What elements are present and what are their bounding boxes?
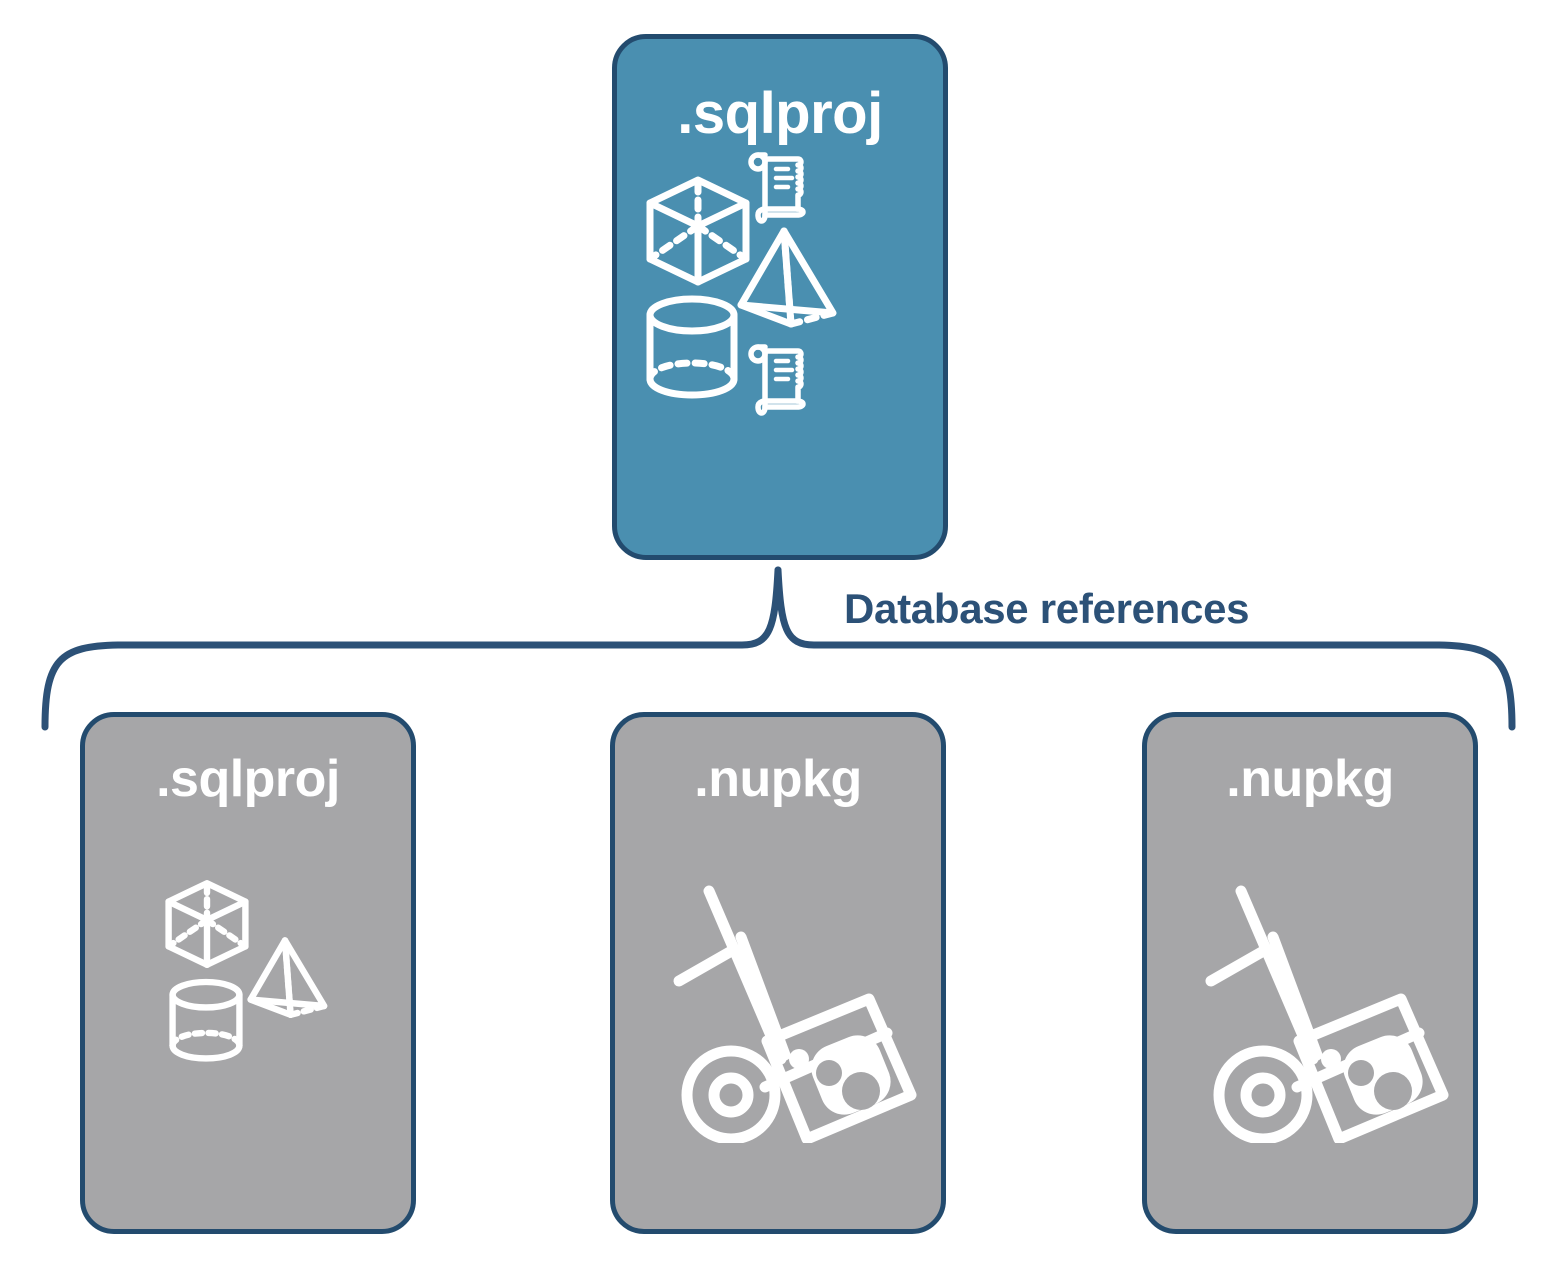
cube-icon [165, 880, 249, 969]
pyramid-icon [247, 937, 328, 1019]
node-title: .sqlproj [677, 81, 883, 146]
cube-icon [646, 176, 750, 286]
scroll-icon [748, 344, 806, 416]
node-artwork [617, 143, 943, 555]
hand-truck-package-icon [1205, 885, 1449, 1143]
node-sqlproj-reference[interactable]: .sqlproj [80, 712, 416, 1234]
brace-connector [41, 566, 1516, 731]
cylinder-icon [169, 978, 243, 1062]
cylinder-icon [646, 295, 738, 399]
hand-truck-package-icon [673, 885, 917, 1143]
node-nupkg-2[interactable]: .nupkg [1142, 712, 1478, 1234]
node-nupkg-1[interactable]: .nupkg [610, 712, 946, 1234]
node-artwork [85, 805, 411, 1229]
pyramid-icon [737, 227, 837, 328]
node-artwork [1147, 805, 1473, 1229]
node-artwork [615, 805, 941, 1229]
node-sqlproj-root[interactable]: .sqlproj [612, 34, 948, 560]
node-title: .nupkg [694, 750, 862, 808]
scroll-icon [748, 152, 806, 224]
node-title: .nupkg [1226, 750, 1394, 808]
node-title: .sqlproj [156, 750, 340, 808]
connector-label: Database references [844, 585, 1250, 632]
